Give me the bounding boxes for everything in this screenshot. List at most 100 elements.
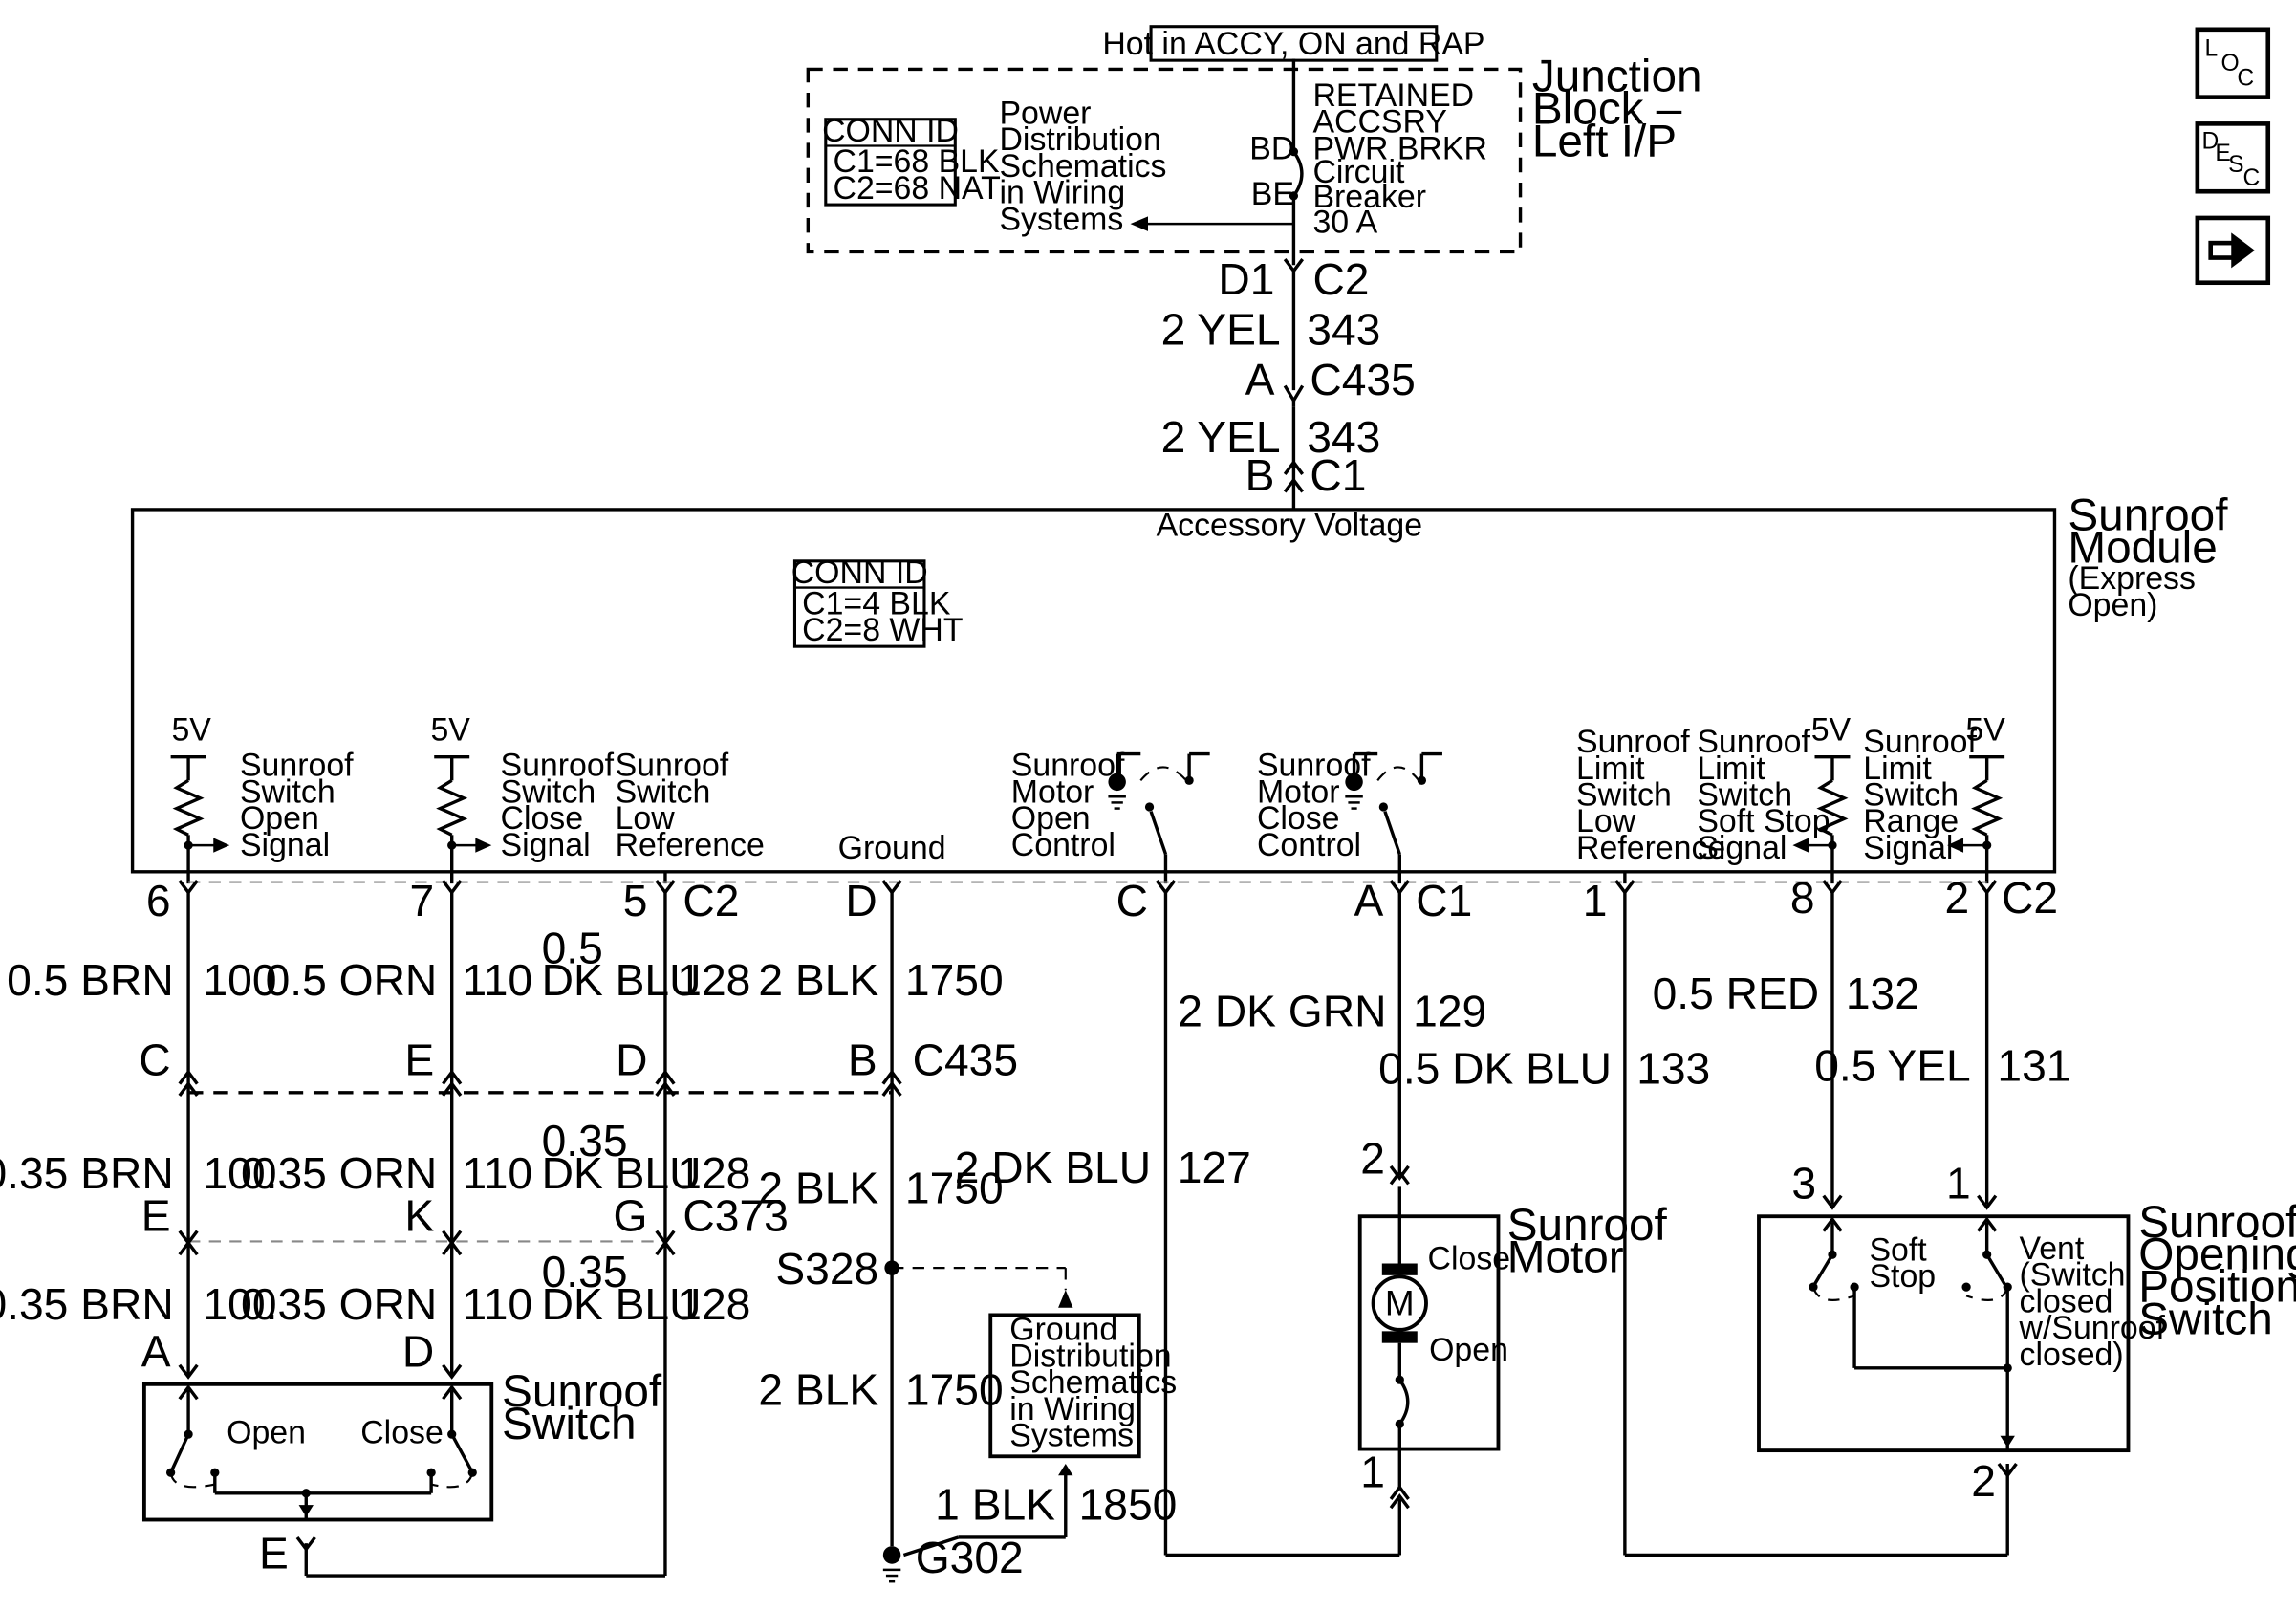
relay-motor-close bbox=[1345, 751, 1442, 884]
splice-s328: S328 bbox=[775, 1244, 878, 1294]
svg-text:Schematics: Schematics bbox=[1009, 1364, 1177, 1401]
wire-gauge-128-mid: 0.35 bbox=[542, 1116, 628, 1165]
svg-text:Switch: Switch bbox=[616, 773, 711, 810]
switch-pin-d: D bbox=[402, 1326, 434, 1376]
wire-128 bbox=[295, 892, 667, 1578]
soft-stop-label: Soft Stop bbox=[1869, 1231, 1936, 1295]
svg-text:Sunroof: Sunroof bbox=[1507, 1200, 1668, 1251]
svg-text:(Express: (Express bbox=[2068, 560, 2196, 597]
svg-text:Open: Open bbox=[1011, 800, 1091, 837]
pin-a-c435: A bbox=[1245, 355, 1275, 404]
svg-text:Sunroof: Sunroof bbox=[1011, 748, 1125, 784]
circuit-1750-mid: 1750 bbox=[905, 1163, 1004, 1212]
circuit-1850: 1850 bbox=[1079, 1479, 1178, 1529]
conn-c1-module: C1 bbox=[1416, 876, 1472, 925]
svg-text:Control: Control bbox=[1011, 827, 1116, 863]
sunroof-switch-outline bbox=[141, 1382, 494, 1522]
svg-text:Vent: Vent bbox=[2020, 1230, 2085, 1267]
circuit-127: 127 bbox=[1178, 1143, 1251, 1192]
ground-dist-link bbox=[892, 1267, 1073, 1308]
svg-text:Limit: Limit bbox=[1576, 751, 1645, 787]
position-switch-title: Sunroof Opening Position Switch bbox=[2138, 1197, 2296, 1345]
svg-text:O: O bbox=[2220, 51, 2239, 76]
svg-text:Left I/P: Left I/P bbox=[1532, 116, 1677, 166]
circuit-132: 132 bbox=[1846, 969, 1919, 1018]
svg-text:Signal: Signal bbox=[1697, 830, 1787, 866]
c435-chevrons bbox=[178, 1069, 902, 1097]
power-distribution-ref: Power Distribution Schematics in Wiring … bbox=[999, 95, 1166, 237]
svg-text:D: D bbox=[2201, 129, 2219, 155]
motor-open-label: Open bbox=[1429, 1332, 1508, 1368]
module-conn-id: CONN ID C1=4 BLK C2=8 WHT bbox=[791, 555, 964, 648]
wire-133 bbox=[1623, 892, 2009, 1557]
circuit-129: 129 bbox=[1413, 987, 1486, 1036]
svg-text:Breaker: Breaker bbox=[1312, 179, 1426, 215]
conn-c2-junction: C2 bbox=[1312, 254, 1369, 304]
label-limit-range: Sunroof Limit Switch Range Signal bbox=[1863, 724, 1977, 866]
wire-color-132: 0.5 RED bbox=[1653, 969, 1820, 1018]
svg-text:Systems: Systems bbox=[1009, 1417, 1134, 1453]
pin-bd: BD bbox=[1249, 130, 1294, 166]
wire-color-127: 2 DK BLU bbox=[955, 1143, 1151, 1192]
switch-open-label: Open bbox=[227, 1414, 306, 1450]
svg-text:Soft Stop: Soft Stop bbox=[1697, 803, 1830, 839]
c435-pin-c: C bbox=[139, 1034, 170, 1084]
wire-129 bbox=[1389, 892, 1410, 1186]
pin-d-ground: D bbox=[845, 876, 877, 925]
svg-text:Circuit: Circuit bbox=[1312, 154, 1405, 190]
wire-color-100-upper: 0.5 BRN bbox=[7, 955, 174, 1005]
wire-1850 bbox=[902, 1463, 1073, 1557]
wire-color-128-mid: DK BLU bbox=[542, 1148, 702, 1198]
loc-button[interactable]: L O C bbox=[2195, 27, 2271, 99]
label-ground: Ground bbox=[838, 830, 946, 866]
label-motor-close-control: Sunroof Motor Close Control bbox=[1257, 748, 1371, 863]
c435-label: C435 bbox=[913, 1034, 1018, 1084]
svg-text:ACCSRY: ACCSRY bbox=[1312, 104, 1446, 141]
svg-text:Open: Open bbox=[240, 800, 319, 837]
ground-dist-box bbox=[988, 1313, 1141, 1459]
svg-text:Limit: Limit bbox=[1697, 751, 1765, 787]
pin-7: 7 bbox=[410, 876, 435, 925]
wire-color-110-mid: 0.35 ORN bbox=[241, 1148, 437, 1198]
desc-button[interactable]: D E S C bbox=[2195, 121, 2271, 194]
circuit-133: 133 bbox=[1636, 1044, 1710, 1094]
relay-motor-open bbox=[1108, 751, 1210, 884]
svg-text:Limit: Limit bbox=[1863, 751, 1932, 787]
wire-color-1750-upper: 2 BLK bbox=[758, 955, 878, 1005]
next-button[interactable] bbox=[2195, 215, 2271, 286]
svg-text:Switch: Switch bbox=[240, 773, 336, 810]
wire-color-133: 0.5 DK BLU bbox=[1378, 1044, 1612, 1094]
pin-be: BE bbox=[1251, 176, 1294, 212]
svg-text:Stop: Stop bbox=[1869, 1258, 1936, 1295]
ground-dist-ref: Ground Distribution Schematics in Wiring… bbox=[1009, 1312, 1177, 1454]
circuit-100-upper: 100 bbox=[203, 955, 276, 1005]
hot-label: Hot in ACCY, ON and RAP bbox=[1102, 26, 1484, 62]
switch-close-label: Close bbox=[360, 1414, 444, 1450]
conn-c435-feed: C435 bbox=[1310, 355, 1415, 404]
pin-1: 1 bbox=[1583, 876, 1608, 925]
motor-outline bbox=[1357, 1214, 1501, 1451]
circuit-128-lower: 128 bbox=[677, 1279, 750, 1329]
conn-c2-left: C2 bbox=[682, 876, 739, 925]
motor-close-label: Close bbox=[1428, 1241, 1511, 1277]
svg-text:Switch: Switch bbox=[1576, 776, 1672, 813]
conn-c2-right: C2 bbox=[2002, 873, 2058, 923]
pin-8: 8 bbox=[1790, 873, 1815, 923]
circuit-110-upper: 110 bbox=[462, 955, 532, 1005]
svg-text:Switch: Switch bbox=[501, 773, 596, 810]
wire-color-128-upper: DK BLU bbox=[542, 955, 702, 1005]
wire-gauge-128-upper: 0.5 bbox=[542, 923, 603, 972]
svg-text:Position: Position bbox=[2138, 1262, 2296, 1313]
svg-text:C: C bbox=[2237, 65, 2254, 91]
circuit-1750-lower: 1750 bbox=[905, 1364, 1004, 1414]
svg-text:C1=4 BLK: C1=4 BLK bbox=[802, 585, 951, 621]
svg-text:Sunroof: Sunroof bbox=[1257, 748, 1371, 784]
svg-text:5V: 5V bbox=[430, 712, 470, 749]
svg-text:L: L bbox=[2205, 36, 2219, 62]
feed-wire bbox=[1283, 258, 1305, 510]
circuit-128-mid: 128 bbox=[677, 1148, 750, 1198]
position-switch-contacts bbox=[1809, 1216, 2018, 1479]
circuit-100-mid: 100 bbox=[203, 1148, 276, 1198]
svg-text:Switch: Switch bbox=[502, 1399, 637, 1449]
